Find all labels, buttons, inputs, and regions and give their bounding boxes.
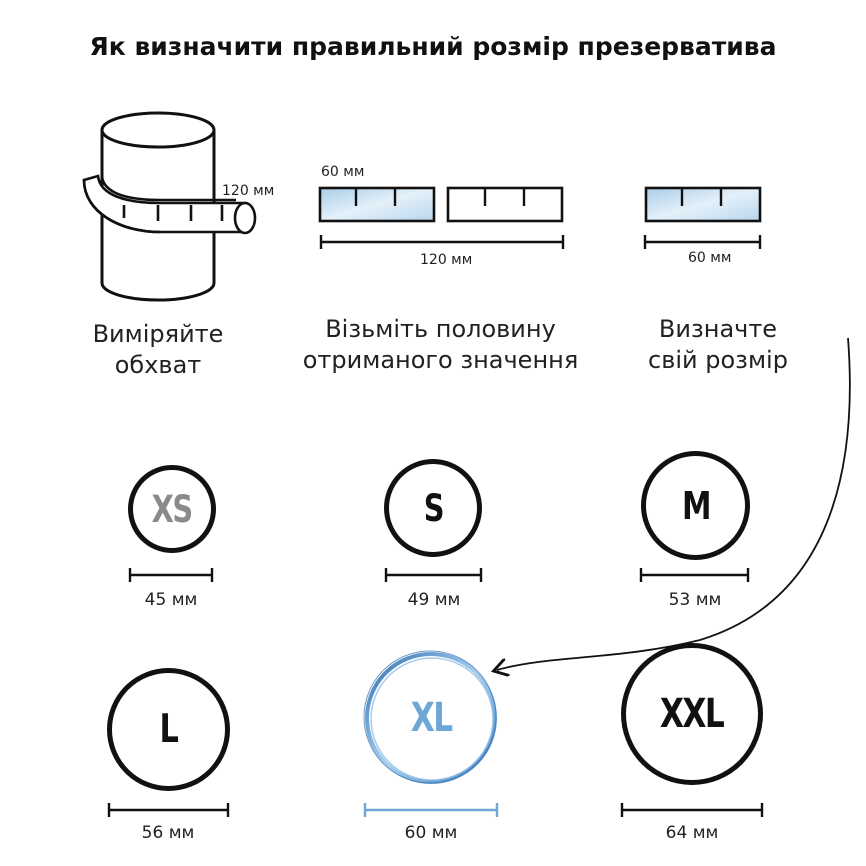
size-tape-icon <box>643 186 762 249</box>
measure-lines <box>107 568 764 817</box>
caption-line: Визначте <box>658 315 778 343</box>
size-label: XL <box>410 695 453 741</box>
size-label: M <box>681 483 711 528</box>
step-3-caption: Визначте свій розмір <box>618 314 818 376</box>
size-length-label: 60 мм <box>688 250 732 266</box>
size-badge-xs: XS <box>128 465 216 553</box>
full-length-label: 120 мм <box>420 252 473 268</box>
size-badge-l: L <box>107 668 230 791</box>
size-label: XS <box>152 487 193 531</box>
half-tape-icon <box>318 186 565 249</box>
step-1-caption: Виміряйте обхват <box>58 319 258 381</box>
page-title: Як визначити правильний розмір презерват… <box>89 32 777 61</box>
size-badge-s: S <box>384 459 482 557</box>
size-label: XXL <box>660 691 725 737</box>
caption-line: отриманого значення <box>302 346 579 374</box>
size-label: L <box>159 707 179 752</box>
measuring-tape-icon <box>82 171 257 235</box>
size-measure-s: 49 мм <box>407 590 461 610</box>
size-measure-m: 53 мм <box>668 590 722 610</box>
size-label: S <box>423 486 444 530</box>
half-label: 60 мм <box>321 164 365 180</box>
step-2-caption: Візьміть половину отриманого значення <box>268 314 613 376</box>
size-badge-m: M <box>641 451 750 560</box>
xl-ring-icon <box>363 650 497 784</box>
measure-line-highlight <box>363 803 499 817</box>
pointer-arrow <box>497 337 851 670</box>
caption-line: свій розмір <box>648 346 788 374</box>
size-badge-xl: XL <box>367 654 495 782</box>
size-measure-xl: 60 мм <box>404 823 458 843</box>
size-measure-xs: 45 мм <box>144 590 198 610</box>
caption-line: Виміряйте <box>92 320 224 348</box>
size-measure-xxl: 64 мм <box>665 823 719 843</box>
circumference-label: 120 мм <box>222 183 275 199</box>
caption-line: обхват <box>114 351 202 379</box>
size-badge-xxl: XXL <box>621 643 763 785</box>
caption-line: Візьміть половину <box>325 315 556 343</box>
size-measure-l: 56 мм <box>141 823 195 843</box>
